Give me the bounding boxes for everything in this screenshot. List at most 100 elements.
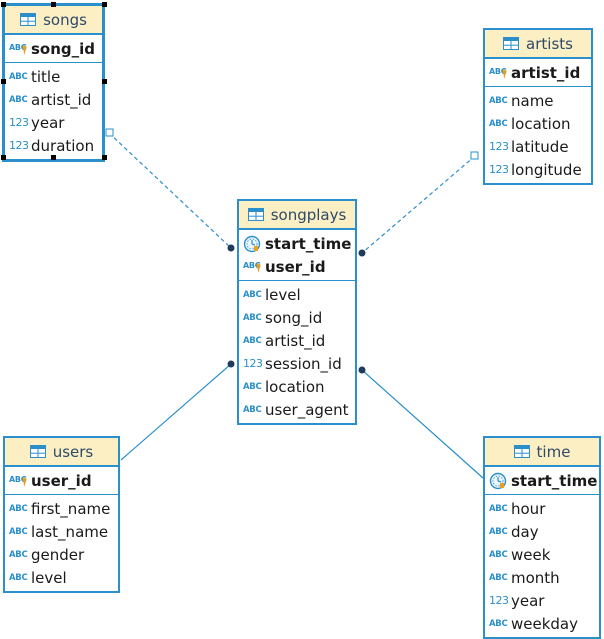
artists-songplays-link[interactable] xyxy=(361,155,476,254)
column-label: user_id xyxy=(265,257,326,276)
songs-link-end-marker xyxy=(105,128,114,137)
column-label: artist_id xyxy=(265,331,326,350)
column-row[interactable]: start_time xyxy=(239,232,355,255)
column-label: hour xyxy=(511,499,546,518)
column-label: month xyxy=(511,568,560,587)
selection-handle[interactable] xyxy=(102,79,107,84)
text-key-icon: ABC xyxy=(489,65,511,81)
selection-handle[interactable] xyxy=(51,2,56,7)
numeric-type-icon: 123 xyxy=(243,357,263,370)
column-label: year xyxy=(31,113,65,132)
text-type-icon: ABC xyxy=(489,118,508,129)
numeric-type-icon: 123 xyxy=(9,139,29,152)
numeric-type-icon: 123 xyxy=(489,594,509,607)
selection-handle[interactable] xyxy=(102,155,107,160)
text-type-icon: ABC xyxy=(9,71,28,82)
column-label: user_id xyxy=(31,471,92,490)
text-type-icon: ABC xyxy=(489,526,508,537)
svg-text:ABC: ABC xyxy=(9,43,27,52)
users-songplays-link[interactable] xyxy=(120,363,232,461)
text-key-icon: ABC xyxy=(243,259,265,275)
key-section: start_time xyxy=(485,467,599,495)
text-type-icon: ABC xyxy=(243,381,262,392)
selection-handle[interactable] xyxy=(102,2,107,7)
table-header: songs xyxy=(5,6,102,35)
time-songplays-link[interactable] xyxy=(361,369,484,479)
column-label: name xyxy=(511,91,554,110)
column-label: level xyxy=(265,285,301,304)
column-label: duration xyxy=(31,136,95,155)
svg-text:ABC: ABC xyxy=(243,261,261,270)
column-label: location xyxy=(511,114,571,133)
table-name: artists xyxy=(526,34,573,53)
column-label: start_time xyxy=(511,471,598,490)
svg-text:ABC: ABC xyxy=(9,475,27,484)
key-section: ABC song_id xyxy=(5,35,102,63)
songs-songplays-link[interactable] xyxy=(108,132,232,249)
column-label: title xyxy=(31,67,61,86)
numeric-type-icon: 123 xyxy=(489,140,509,153)
text-type-icon: ABC xyxy=(9,94,28,105)
column-label: weekday xyxy=(511,614,579,633)
text-key-icon: ABC xyxy=(9,41,31,57)
column-label: song_id xyxy=(31,39,96,58)
table-icon xyxy=(503,37,520,50)
column-label: artist_id xyxy=(31,90,92,109)
column-label: gender xyxy=(31,545,85,564)
numeric-type-icon: 123 xyxy=(489,163,509,176)
table-name: users xyxy=(52,442,94,461)
column-row[interactable]: ABC song_id xyxy=(5,37,102,60)
clock-key-icon xyxy=(243,235,265,253)
column-label: user_agent xyxy=(265,400,349,419)
selection-handle[interactable] xyxy=(1,155,6,160)
table-name: songplays xyxy=(270,205,347,224)
column-row[interactable]: ABC user_id xyxy=(239,255,355,278)
selection-handle[interactable] xyxy=(51,155,56,160)
table-icon xyxy=(29,445,46,458)
key-section: ABC user_id xyxy=(5,467,118,495)
text-type-icon: ABC xyxy=(9,526,28,537)
column-row[interactable]: ABC user_id xyxy=(5,469,118,492)
column-label: last_name xyxy=(31,522,109,541)
selection-handle[interactable] xyxy=(1,79,6,84)
column-row[interactable]: start_time xyxy=(485,469,599,492)
numeric-type-icon: 123 xyxy=(9,116,29,129)
selection-handle[interactable] xyxy=(1,2,6,7)
text-type-icon: ABC xyxy=(489,572,508,583)
column-label: first_name xyxy=(31,499,111,518)
